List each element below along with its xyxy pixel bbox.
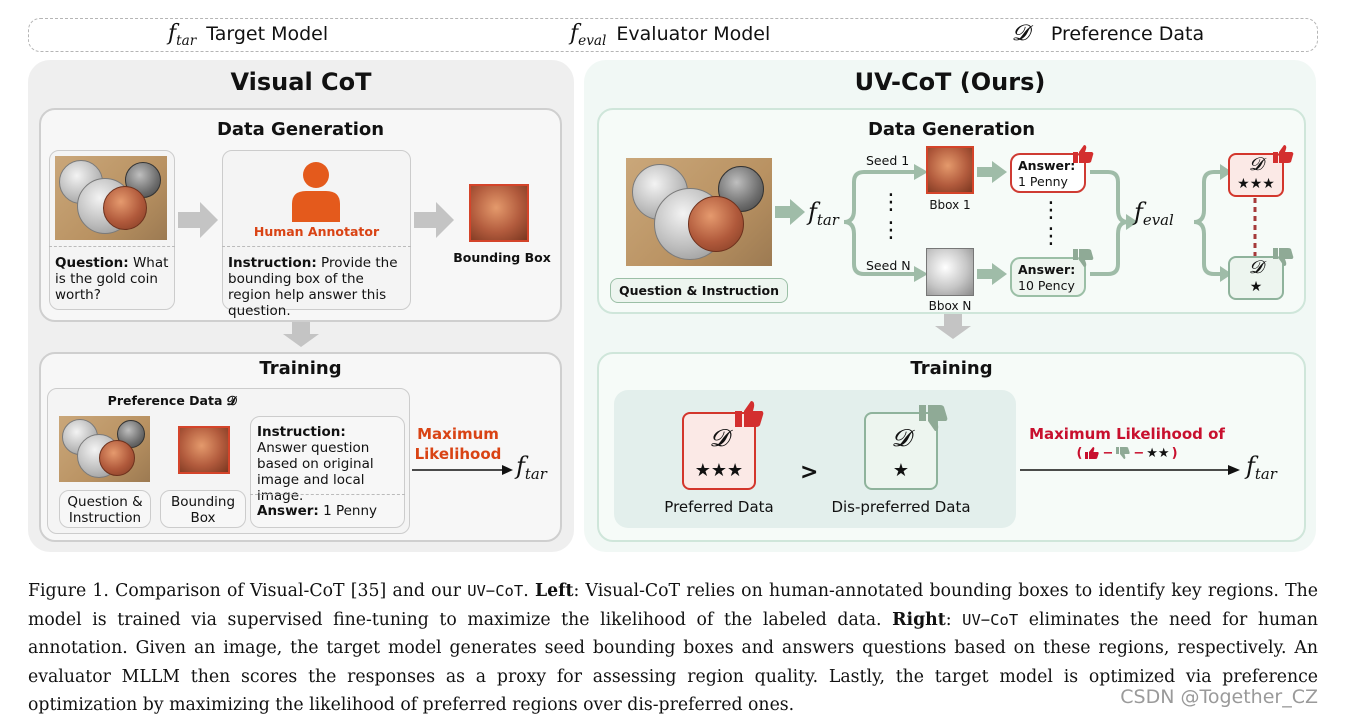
bbox-n-label: Bbox N bbox=[928, 299, 972, 313]
three-stars: ★★★ bbox=[694, 460, 744, 481]
vertical-dots: ⋮ bbox=[880, 190, 902, 215]
training-data-area bbox=[614, 390, 1016, 528]
legend-preference-label: Preference Data bbox=[1050, 23, 1205, 45]
bb-tag-label: Bounding Box bbox=[170, 494, 236, 526]
max-likelihood-label: Maximum Likelihood bbox=[414, 425, 502, 463]
split-connector bbox=[1193, 164, 1232, 282]
legend-evaluator: feval Evaluator Model bbox=[570, 21, 771, 49]
answer-1-label: Answer: bbox=[1018, 158, 1076, 173]
person-icon bbox=[292, 162, 340, 222]
thumbs-up-icon bbox=[1073, 145, 1094, 163]
arrow-icon bbox=[775, 199, 805, 225]
vertical-dots: ⋮ bbox=[880, 218, 902, 243]
three-stars: ★★★ bbox=[1237, 176, 1275, 192]
figure-caption: Figure 1. Comparison of Visual-CoT [35] … bbox=[28, 581, 1318, 716]
right-data-generation-title: Data Generation bbox=[867, 119, 1036, 140]
arrow-icon bbox=[1020, 465, 1240, 475]
legend-target: ftar Target Model bbox=[168, 21, 329, 49]
annotator-instruction: Instruction: Provide the bounding box of… bbox=[228, 255, 398, 319]
d-symbol: 𝓓 bbox=[1249, 154, 1263, 175]
bounding-box-label: Bounding Box bbox=[453, 250, 551, 265]
bounding-box-image bbox=[178, 426, 230, 474]
f-tar-symbol: ftar bbox=[516, 452, 547, 484]
watermark: CSDN @Together_CZ bbox=[1120, 686, 1318, 708]
training-answer: Answer: 1 Penny bbox=[257, 503, 378, 519]
dispreferred-data-label: Dis-preferred Data bbox=[831, 498, 971, 516]
coins-image bbox=[626, 158, 772, 266]
vertical-dots: ⋮ bbox=[1040, 224, 1062, 249]
answer-n-card bbox=[1010, 257, 1086, 297]
seed-1-label: Seed 1 bbox=[866, 153, 910, 168]
preference-data-label: Preference Data 𝓓 bbox=[107, 393, 237, 408]
dashed-link bbox=[1253, 198, 1257, 256]
coins-image bbox=[55, 156, 167, 240]
dispreferred-d-card bbox=[1228, 256, 1284, 300]
one-star: ★ bbox=[892, 460, 910, 481]
d-symbol: 𝓓 bbox=[1249, 257, 1263, 278]
arrow-icon bbox=[977, 263, 1007, 285]
bounding-box-image bbox=[469, 184, 529, 242]
f-tar-symbol: ftar bbox=[808, 198, 839, 230]
coins-image bbox=[59, 416, 150, 482]
right-training-title: Training bbox=[910, 358, 993, 379]
thumbs-down-icon bbox=[919, 405, 948, 431]
bbox-1-image bbox=[926, 146, 974, 194]
d-symbol: 𝓓 bbox=[709, 424, 729, 452]
answer-n-label: Answer: bbox=[1018, 262, 1076, 277]
left-title: Visual CoT bbox=[230, 68, 372, 96]
arrow-icon bbox=[977, 161, 1007, 183]
bb-tag bbox=[160, 490, 246, 528]
arrow-icon bbox=[414, 202, 454, 238]
right-title: UV-CoT (Ours) bbox=[854, 68, 1046, 96]
one-star: ★ bbox=[1249, 279, 1263, 295]
left-training-title: Training bbox=[259, 358, 342, 379]
question-text: Question: What is the gold coin worth? bbox=[55, 255, 169, 303]
max-likelihood-formula: ( − − ★★ ) bbox=[1076, 445, 1178, 461]
legend-preference: 𝓓 Preference Data bbox=[1012, 21, 1205, 46]
preferred-data-label: Preferred Data bbox=[664, 498, 774, 516]
arrow-icon bbox=[935, 314, 971, 339]
qi-tag bbox=[610, 278, 788, 303]
left-data-generation-title: Data Generation bbox=[216, 119, 385, 140]
seed-n-label: Seed N bbox=[866, 258, 911, 273]
preferred-data-card bbox=[682, 412, 756, 490]
thumbs-up-icon bbox=[735, 401, 764, 427]
legend-target-label: Target Model bbox=[206, 23, 329, 45]
thumbs-down-icon bbox=[1116, 447, 1131, 459]
bbox-n-image bbox=[926, 248, 974, 296]
merge-connector bbox=[1090, 170, 1138, 276]
thumbs-up-icon bbox=[1085, 447, 1100, 459]
arrow-icon bbox=[178, 202, 218, 238]
arrow-icon bbox=[283, 322, 319, 347]
legend-evaluator-label: Evaluator Model bbox=[616, 23, 771, 45]
training-instruction: Instruction:Answer question based on ori… bbox=[257, 424, 374, 504]
answer-1-text: 1 Penny bbox=[1018, 174, 1068, 189]
answer-1-card bbox=[1010, 153, 1086, 193]
human-annotator-label: Human Annotator bbox=[253, 224, 380, 239]
thumbs-down-icon bbox=[1273, 248, 1294, 266]
instruction-answer-card bbox=[250, 416, 405, 528]
d-symbol: 𝓓 bbox=[891, 424, 911, 452]
max-likelihood-of-label: Maximum Likelihood of bbox=[1029, 425, 1225, 443]
legend-bar bbox=[28, 18, 1318, 52]
vertical-dots: ⋮ bbox=[1040, 198, 1062, 223]
right-qi-label: Question & Instruction bbox=[619, 283, 779, 298]
answer-n-text: 10 Pency bbox=[1018, 278, 1075, 293]
qi-tag-label: Question & Instruction bbox=[67, 494, 143, 526]
thumbs-down-icon bbox=[1073, 249, 1094, 267]
branch-connector bbox=[843, 164, 928, 282]
thumbs-up-icon bbox=[1273, 145, 1294, 163]
bbox-1-label: Bbox 1 bbox=[929, 198, 971, 212]
dispreferred-data-card bbox=[864, 412, 938, 490]
qi-tag bbox=[59, 490, 151, 528]
f-eval-symbol: feval bbox=[1134, 198, 1174, 230]
greater-than: > bbox=[800, 460, 819, 485]
arrow-icon bbox=[412, 465, 513, 475]
f-tar-symbol: ftar bbox=[1246, 452, 1277, 484]
